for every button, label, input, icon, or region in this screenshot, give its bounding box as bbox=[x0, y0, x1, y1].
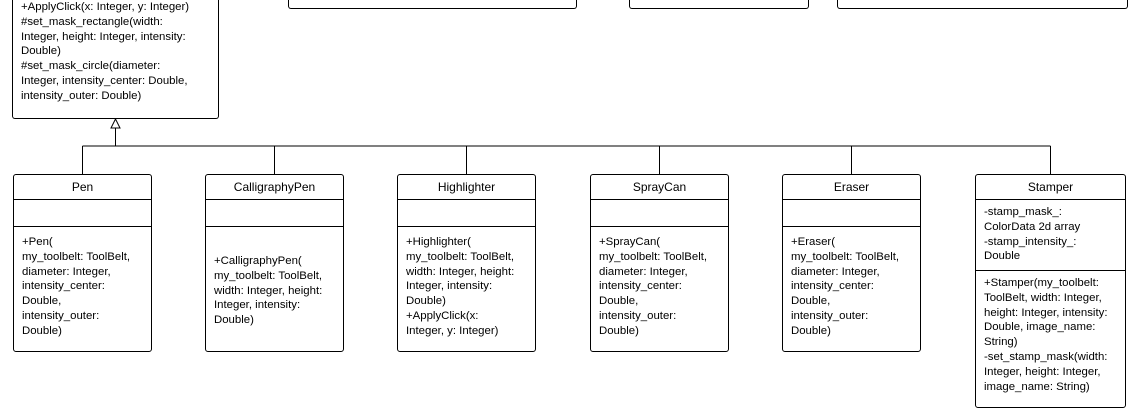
inheritance-arrow-icon bbox=[110, 117, 121, 129]
op-line: intensity_outer: bbox=[22, 309, 100, 322]
attr-line: -stamp_mask_: bbox=[984, 206, 1062, 218]
op-line: +Eraser( bbox=[791, 236, 835, 248]
class-attributes: -stamp_mask_: ColorData 2d array -stamp_… bbox=[976, 200, 1125, 271]
attr-line: -stamp_intensity_: bbox=[984, 235, 1077, 248]
parent-class-box: +ApplyClick(x: Integer, y: Integer) #set… bbox=[12, 0, 219, 119]
op-line: intensity_center: bbox=[22, 280, 105, 293]
class-stamper: Stamper -stamp_mask_: ColorData 2d array… bbox=[975, 174, 1126, 408]
parent-op-line: +ApplyClick(x: Integer, y: Integer) bbox=[21, 1, 190, 13]
op-line: String) bbox=[984, 336, 1018, 349]
op-line: intensity_center: bbox=[599, 280, 682, 293]
op-line: Double) bbox=[22, 324, 62, 337]
op-line: Integer, y: Integer) bbox=[406, 324, 499, 337]
class-eraser: Eraser +Eraser( my_toolbelt: ToolBelt, d… bbox=[782, 174, 921, 352]
class-operations: +Highlighter( my_toolbelt: ToolBelt, wid… bbox=[398, 227, 535, 339]
op-line: my_toolbelt: ToolBelt, bbox=[599, 250, 708, 263]
parent-op-line: Double) bbox=[21, 45, 61, 58]
class-operations: +SprayCan( my_toolbelt: ToolBelt, diamet… bbox=[591, 227, 728, 339]
op-line: Double, bbox=[22, 295, 62, 308]
parent-op-line: Integer, height: Integer, intensity: bbox=[21, 30, 186, 43]
class-name: CalligraphyPen bbox=[206, 175, 343, 200]
op-line: +Stamper(my_toolbelt: bbox=[984, 277, 1099, 289]
op-line: Integer, height: Integer, bbox=[984, 365, 1101, 378]
class-name: Highlighter bbox=[398, 175, 535, 200]
class-name: Eraser bbox=[783, 175, 920, 200]
parent-op-line: #set_mask_circle(diameter: bbox=[21, 60, 161, 73]
op-line: +SprayCan( bbox=[599, 236, 661, 248]
class-attributes bbox=[14, 200, 151, 227]
op-line: Double) bbox=[599, 324, 639, 337]
class-pen: Pen +Pen( my_toolbelt: ToolBelt, diamete… bbox=[13, 174, 152, 352]
op-line: Double, bbox=[599, 295, 639, 308]
op-line: +ApplyClick(x: bbox=[406, 309, 479, 322]
parent-op-line: Integer, intensity_center: Double, bbox=[21, 74, 188, 87]
class-operations: +CalligraphyPen( my_toolbelt: ToolBelt, … bbox=[206, 227, 343, 328]
class-name: SprayCan bbox=[591, 175, 728, 200]
op-line: intensity_outer: bbox=[791, 309, 869, 322]
class-calligraphypen: CalligraphyPen +CalligraphyPen( my_toolb… bbox=[205, 174, 344, 352]
class-spraycan: SprayCan +SprayCan( my_toolbelt: ToolBel… bbox=[590, 174, 729, 352]
attr-line: ColorData 2d array bbox=[984, 220, 1081, 233]
op-line: image_name: String) bbox=[984, 380, 1090, 393]
class-attributes bbox=[783, 200, 920, 227]
op-line: width: Integer, height: bbox=[214, 284, 323, 297]
op-line: diameter: Integer, bbox=[599, 265, 688, 278]
attr-line: Double bbox=[984, 250, 1021, 263]
partial-box-c bbox=[837, 0, 1128, 9]
class-operations: +Stamper(my_toolbelt: ToolBelt, width: I… bbox=[976, 271, 1125, 394]
class-name: Stamper bbox=[976, 175, 1125, 200]
op-line: width: Integer, height: bbox=[406, 265, 515, 278]
op-line: +Highlighter( bbox=[406, 236, 471, 248]
op-line: intensity_outer: bbox=[599, 309, 677, 322]
class-attributes bbox=[398, 200, 535, 227]
class-attributes bbox=[591, 200, 728, 227]
class-name: Pen bbox=[14, 175, 151, 200]
op-line: my_toolbelt: ToolBelt, bbox=[791, 250, 900, 263]
partial-box-b bbox=[629, 0, 809, 9]
parent-operations: +ApplyClick(x: Integer, y: Integer) #set… bbox=[21, 0, 189, 104]
op-line: my_toolbelt: ToolBelt, bbox=[214, 269, 323, 282]
class-attributes bbox=[206, 200, 343, 227]
class-operations: +Pen( my_toolbelt: ToolBelt, diameter: I… bbox=[14, 227, 151, 339]
op-line: -set_stamp_mask(width: bbox=[984, 350, 1108, 363]
op-line: +CalligraphyPen( bbox=[214, 255, 302, 267]
op-line: intensity_center: bbox=[791, 280, 874, 293]
op-line: Double) bbox=[406, 295, 446, 308]
op-line: Double, bbox=[791, 295, 831, 308]
op-line: Integer, intensity: bbox=[406, 280, 493, 293]
op-line: Integer, intensity: bbox=[214, 299, 301, 312]
partial-box-a bbox=[288, 0, 577, 9]
op-line: diameter: Integer, bbox=[791, 265, 880, 278]
class-operations: +Eraser( my_toolbelt: ToolBelt, diameter… bbox=[783, 227, 920, 339]
op-line: Double) bbox=[214, 314, 254, 327]
parent-op-line: intensity_outer: Double) bbox=[21, 89, 142, 102]
op-line: Double, image_name: bbox=[984, 321, 1096, 334]
op-line: +Pen( bbox=[22, 236, 53, 248]
op-line: ToolBelt, width: Integer, bbox=[984, 291, 1102, 304]
class-highlighter: Highlighter +Highlighter( my_toolbelt: T… bbox=[397, 174, 536, 352]
op-line: my_toolbelt: ToolBelt, bbox=[406, 250, 515, 263]
op-line: my_toolbelt: ToolBelt, bbox=[22, 250, 131, 263]
op-line: diameter: Integer, bbox=[22, 265, 111, 278]
parent-op-line: #set_mask_rectangle(width: bbox=[21, 15, 163, 28]
op-line: height: Integer, intensity: bbox=[984, 306, 1108, 319]
op-line: Double) bbox=[791, 324, 831, 337]
